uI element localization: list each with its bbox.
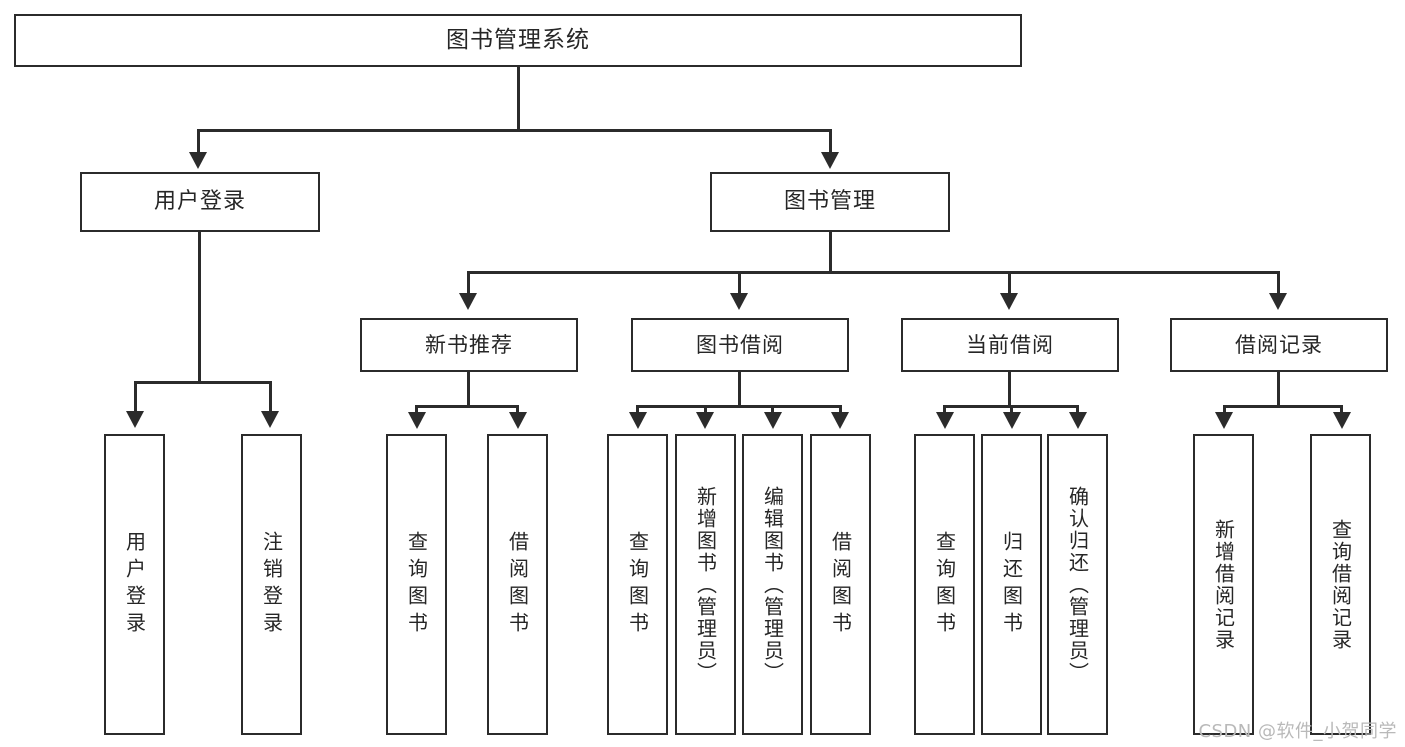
connector-borrow-record-leg-2 — [1340, 405, 1343, 415]
connector-book-manage-leg-1 — [467, 271, 470, 296]
leaf-logout-label: 注销登录 — [259, 530, 284, 639]
arrow-to-leaf-borrow-book-1 — [509, 412, 527, 429]
connector-root-leg-right — [829, 129, 832, 155]
connector-book-borrow-leg-2 — [704, 405, 707, 415]
arrow-to-leaf-logout — [261, 411, 279, 428]
arrow-to-leaf-query-book-2 — [629, 412, 647, 429]
connector-borrow-record-trunk — [1277, 372, 1280, 406]
node-book-manage-label: 图书管理 — [783, 189, 876, 215]
leaf-query-borrow-record-label: 查询借阅记录 — [1328, 518, 1353, 651]
node-borrow-record-label: 借阅记录 — [1235, 332, 1323, 357]
leaf-query-book-recommend[interactable]: 查询图书 — [386, 434, 447, 735]
arrow-to-leaf-add-book — [696, 412, 714, 429]
node-book-borrow[interactable]: 图书借阅 — [631, 318, 849, 372]
connector-book-manage-bus — [467, 271, 1279, 274]
connector-book-manage-leg-2 — [738, 271, 741, 296]
connector-new-book-leg-2 — [516, 405, 519, 415]
connector-user-login-leg-2 — [269, 381, 272, 413]
connector-book-borrow-leg-3 — [771, 405, 774, 415]
connector-user-login-leg-1 — [134, 381, 137, 413]
node-root-system[interactable]: 图书管理系统 — [14, 14, 1022, 67]
arrow-to-leaf-return-book — [1003, 412, 1021, 429]
connector-new-book-trunk — [467, 372, 470, 406]
connector-book-manage-leg-4 — [1277, 271, 1280, 296]
leaf-add-book[interactable]: 新增图书（管理员） — [675, 434, 736, 735]
node-root-system-label: 图书管理系统 — [446, 27, 590, 54]
connector-root-leg-left — [197, 129, 200, 155]
connector-current-borrow-leg-2 — [1010, 405, 1013, 415]
leaf-borrow-book-recommend[interactable]: 借阅图书 — [487, 434, 548, 735]
leaf-confirm-return[interactable]: 确认归还（管理员） — [1047, 434, 1108, 735]
leaf-add-book-label: 新增图书（管理员） — [693, 485, 718, 684]
leaf-query-book-current-label: 查询图书 — [932, 530, 957, 639]
connector-root-bus — [197, 129, 832, 132]
leaf-user-login-label: 用户登录 — [122, 530, 147, 639]
arrow-to-book-borrow — [730, 293, 748, 310]
node-new-book-recommend-label: 新书推荐 — [425, 332, 513, 357]
node-current-borrow[interactable]: 当前借阅 — [901, 318, 1119, 372]
leaf-add-borrow-record[interactable]: 新增借阅记录 — [1193, 434, 1254, 735]
arrow-to-leaf-query-book-1 — [408, 412, 426, 429]
leaf-confirm-return-label: 确认归还（管理员） — [1065, 485, 1090, 684]
leaf-query-book-borrow-label: 查询图书 — [625, 530, 650, 639]
arrow-to-leaf-borrow-book-2 — [831, 412, 849, 429]
arrow-to-book-manage — [821, 152, 839, 169]
connector-book-borrow-leg-1 — [636, 405, 639, 415]
node-user-login-label: 用户登录 — [153, 189, 246, 215]
connector-root-trunk — [517, 67, 520, 130]
arrow-to-current-borrow — [1000, 293, 1018, 310]
leaf-add-borrow-record-label: 新增借阅记录 — [1211, 518, 1236, 651]
arrow-to-leaf-add-record — [1215, 412, 1233, 429]
connector-book-manage-leg-3 — [1008, 271, 1011, 296]
leaf-return-book-label: 归还图书 — [999, 530, 1024, 639]
arrow-to-leaf-edit-book — [764, 412, 782, 429]
connector-borrow-record-bus — [1223, 405, 1342, 408]
connector-current-borrow-leg-3 — [1076, 405, 1079, 415]
leaf-borrow-book[interactable]: 借阅图书 — [810, 434, 871, 735]
connector-new-book-bus — [415, 405, 519, 408]
connector-new-book-leg-1 — [415, 405, 418, 415]
node-current-borrow-label: 当前借阅 — [966, 332, 1054, 357]
arrow-to-leaf-query-book-3 — [936, 412, 954, 429]
connector-book-manage-trunk — [829, 232, 832, 272]
connector-book-borrow-leg-4 — [839, 405, 842, 415]
leaf-query-book-recommend-label: 查询图书 — [404, 530, 429, 639]
connector-user-login-bus — [134, 381, 272, 384]
leaf-query-book-current[interactable]: 查询图书 — [914, 434, 975, 735]
leaf-user-login[interactable]: 用户登录 — [104, 434, 165, 735]
leaf-logout[interactable]: 注销登录 — [241, 434, 302, 735]
arrow-to-borrow-record — [1269, 293, 1287, 310]
leaf-edit-book-label: 编辑图书（管理员） — [760, 485, 785, 684]
leaf-return-book[interactable]: 归还图书 — [981, 434, 1042, 735]
node-book-manage[interactable]: 图书管理 — [710, 172, 950, 232]
arrow-to-leaf-confirm-return — [1069, 412, 1087, 429]
connector-current-borrow-trunk — [1008, 372, 1011, 406]
connector-user-login-trunk — [198, 232, 201, 382]
csdn-watermark: CSDN @软件_小贺同学 — [1198, 721, 1397, 742]
arrow-to-leaf-query-record — [1333, 412, 1351, 429]
leaf-query-borrow-record[interactable]: 查询借阅记录 — [1310, 434, 1371, 735]
connector-borrow-record-leg-1 — [1223, 405, 1226, 415]
arrow-to-user-login — [189, 152, 207, 169]
arrow-to-new-book-recommend — [459, 293, 477, 310]
connector-book-borrow-bus — [636, 405, 842, 408]
connector-book-borrow-trunk — [738, 372, 741, 406]
leaf-query-book-borrow[interactable]: 查询图书 — [607, 434, 668, 735]
connector-current-borrow-leg-1 — [943, 405, 946, 415]
node-book-borrow-label: 图书借阅 — [696, 332, 784, 357]
leaf-edit-book[interactable]: 编辑图书（管理员） — [742, 434, 803, 735]
node-borrow-record[interactable]: 借阅记录 — [1170, 318, 1388, 372]
leaf-borrow-book-recommend-label: 借阅图书 — [505, 530, 530, 639]
arrow-to-leaf-user-login — [126, 411, 144, 428]
leaf-borrow-book-label: 借阅图书 — [828, 530, 853, 639]
node-new-book-recommend[interactable]: 新书推荐 — [360, 318, 578, 372]
node-user-login[interactable]: 用户登录 — [80, 172, 320, 232]
